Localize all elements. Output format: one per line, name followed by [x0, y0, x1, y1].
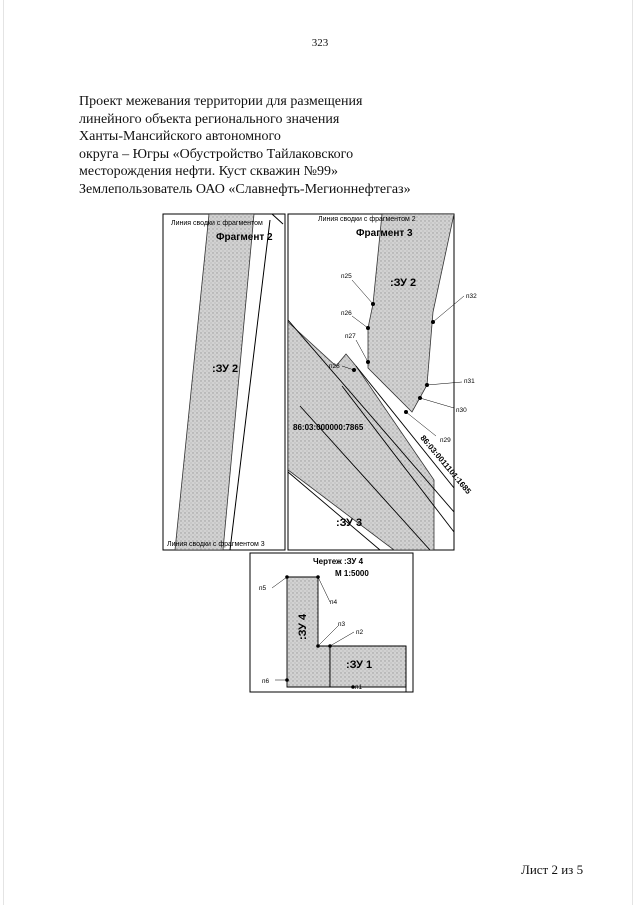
- document-title: Проект межевания территории для размещен…: [79, 93, 539, 198]
- point-labels: п25 п26 п27 п28 п29 п30 п31 п32: [329, 273, 477, 444]
- parcel-label-zu2: :ЗУ 2: [390, 277, 416, 289]
- parcel-label-zu2: :ЗУ 2: [212, 363, 238, 375]
- fragment-3-map: п25 п26 п27 п28 п29 п30 п31 п32 Линия св…: [287, 213, 477, 551]
- point-label: п2: [356, 629, 364, 636]
- point-label: п30: [456, 407, 467, 414]
- leader-lines: [341, 279, 465, 437]
- point-label: п4: [330, 599, 338, 606]
- point-label: п6: [262, 678, 270, 685]
- title-line: Ханты-Мансийского автономного: [79, 129, 281, 144]
- left-scan-edge: [3, 0, 4, 905]
- corridor-line: [288, 319, 454, 513]
- cadastral-number-left: 86:03:000000:7865: [293, 423, 364, 432]
- title-line: линейного объекта регионального значения: [79, 111, 340, 127]
- point-label: п31: [464, 378, 475, 385]
- corridor-line: [355, 365, 454, 489]
- corridor-line: [341, 385, 454, 533]
- corridor-line: [288, 471, 381, 550]
- drawing-title: Чертеж :ЗУ 4: [313, 557, 364, 566]
- parcel-label-zu3: :ЗУ 3: [336, 517, 362, 529]
- fragment-3-title: Фрагмент 3: [356, 228, 413, 239]
- point-labels: п1 п2 п3 п4 п5 п6: [259, 585, 364, 691]
- fragment-2-bottom-caption: Линия сводки с фрагментом 3: [167, 541, 265, 548]
- drawing-zu4: п1 п2 п3 п4 п5 п6 Чертеж :ЗУ 4 М 1:5000 …: [249, 552, 414, 693]
- sheet-number: Лист 2 из 5: [521, 862, 584, 877]
- point-label: п1: [355, 684, 363, 691]
- point-label: п25: [341, 273, 352, 280]
- title-line: округа – Югры «Обустройство Тайлаковског…: [79, 146, 354, 162]
- boundary-line: [229, 219, 271, 550]
- fragment-2-map: Линия сводки с фрагментом Фрагмент 2 :ЗУ…: [162, 213, 286, 551]
- title-line: Проект межевания территории для размещен…: [79, 94, 363, 109]
- right-scan-edge: [632, 0, 633, 905]
- point-label: п29: [440, 437, 451, 444]
- parcel-zu2-strip: [367, 214, 454, 413]
- parcel-cadastral-area: [288, 321, 435, 550]
- title-line: Землепользователь ОАО «Славнефть-Мегионн…: [79, 181, 411, 197]
- title-line: месторождения нефти. Куст скважин №99»: [79, 164, 338, 179]
- parcel-zu2-strip: [174, 214, 255, 550]
- fragment-2-top-caption: Линия сводки с фрагментом: [171, 220, 263, 227]
- point-label: п28: [329, 363, 340, 370]
- point-label: п26: [341, 310, 352, 317]
- point-label: п27: [345, 333, 356, 340]
- page-number: 323: [311, 37, 329, 49]
- point-label: п5: [259, 585, 267, 592]
- point-label: п32: [466, 293, 477, 300]
- drawing-scale: М 1:5000: [335, 569, 369, 578]
- point-label: п3: [338, 621, 346, 628]
- fragment-2-title: Фрагмент 2: [216, 232, 273, 243]
- corridor-line: [299, 405, 431, 550]
- leader-lines: [271, 576, 355, 681]
- boundary-line: [271, 214, 284, 225]
- fragment-3-top-caption: Линия сводки с фрагментом 2: [318, 216, 416, 223]
- parcel-label-zu4: :ЗУ 4: [297, 613, 309, 640]
- parcel-label-zu1: :ЗУ 1: [346, 659, 372, 671]
